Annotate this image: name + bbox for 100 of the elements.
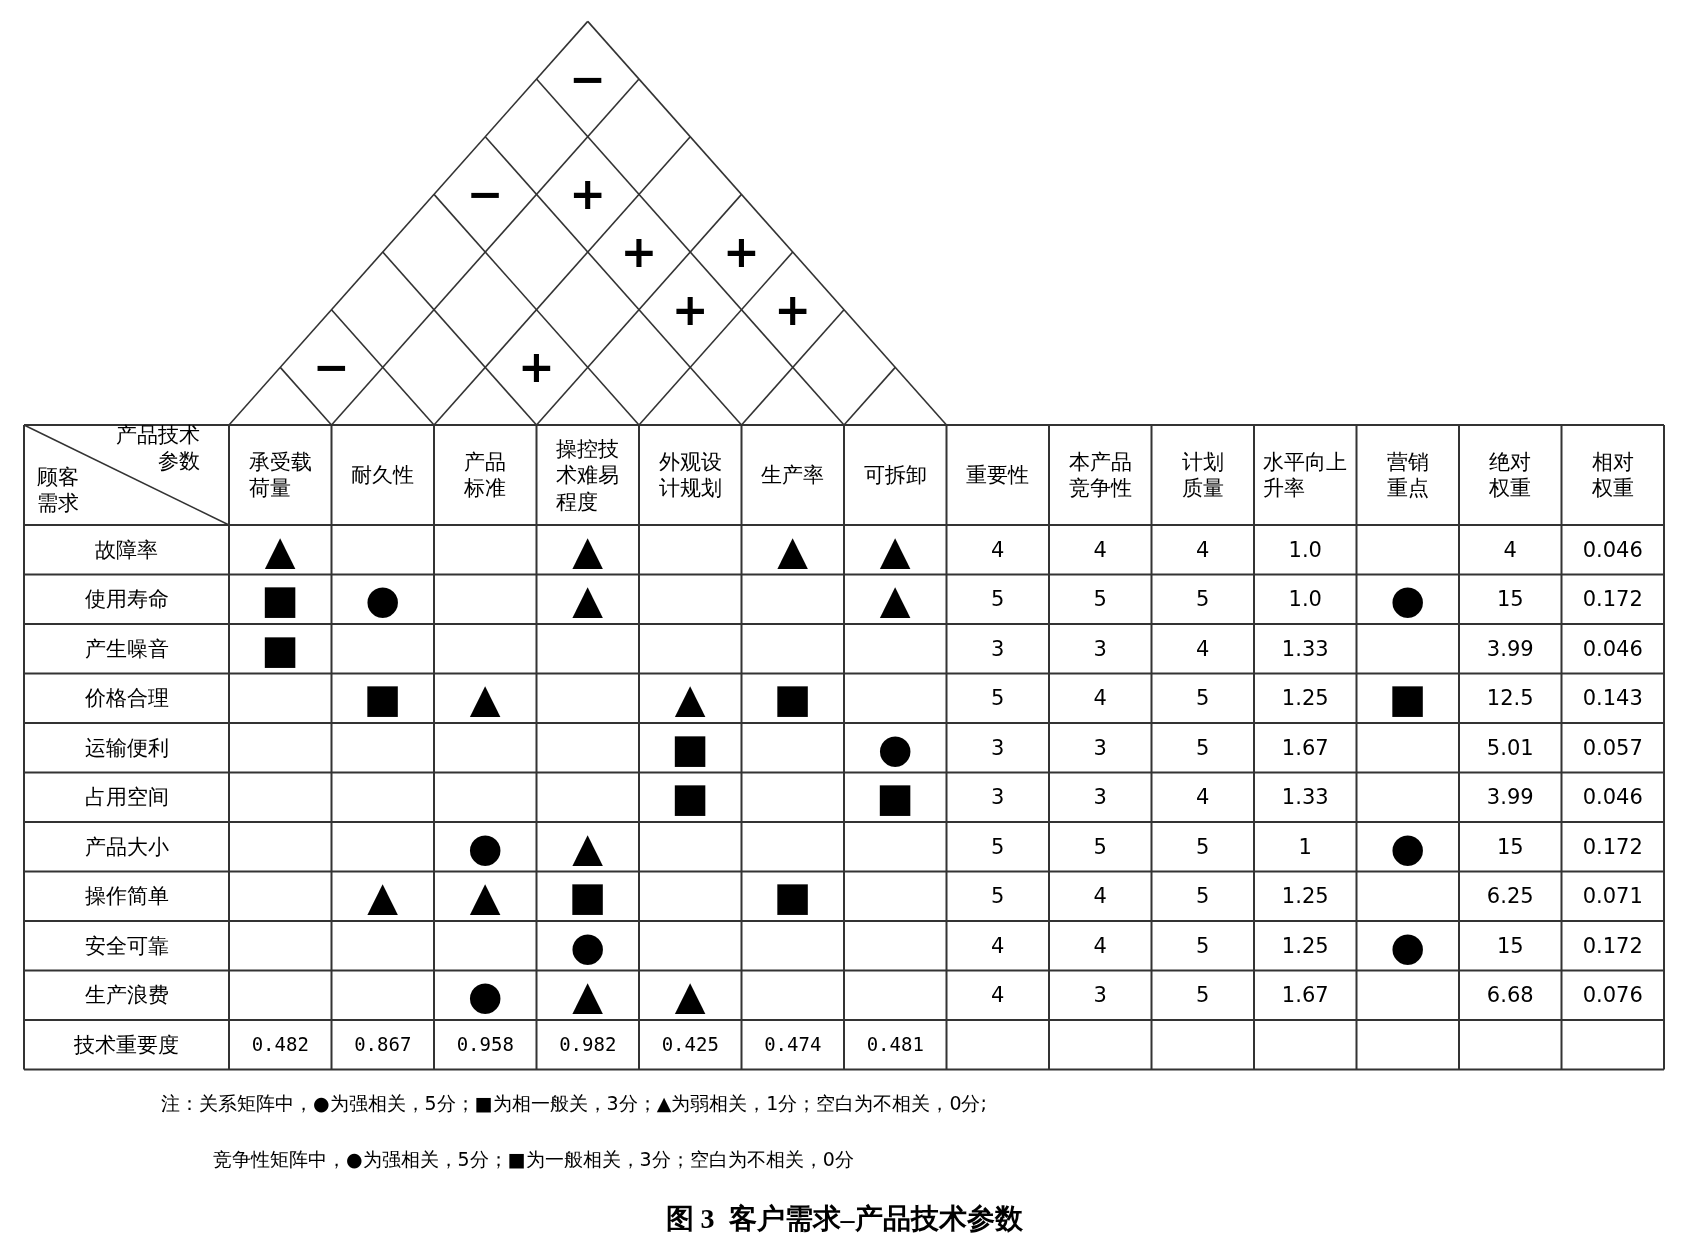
cell-value: 5 <box>991 586 1005 613</box>
cell-value: 3 <box>1093 734 1107 761</box>
relation-symbol: ● <box>467 826 503 867</box>
row-header: 产生噪音 <box>84 635 169 662</box>
column-header: 计划质量 <box>1181 448 1224 502</box>
relation-symbol: ■ <box>363 678 402 719</box>
correlation-sign: + <box>518 345 555 390</box>
note-text: 注：关系矩阵中，●为强相关，5分；■为相一般关，3分；▲为弱相关，1分；空白为不相关，0分; <box>161 1091 987 1116</box>
relation-symbol: ● <box>877 727 913 768</box>
cell-value: 5 <box>1196 734 1210 761</box>
cell-value: 0.172 <box>1582 586 1643 613</box>
cell-value: 3 <box>991 635 1005 662</box>
row-header: 占用空间 <box>84 784 169 811</box>
relation-symbol: ■ <box>773 876 812 917</box>
column-header: 重要性 <box>966 461 1030 489</box>
relation-symbol: ▲ <box>469 678 501 719</box>
correlation-sign: − <box>569 57 607 102</box>
cell-value: 5 <box>991 685 1005 712</box>
relation-symbol: ■ <box>773 678 812 719</box>
cell-value: 6.68 <box>1486 982 1534 1009</box>
relation-symbol: ● <box>467 975 503 1016</box>
corner-header: 产品技术参数 <box>116 421 200 475</box>
cell-value: 4 <box>1093 685 1107 712</box>
correlation-sign: + <box>620 230 658 275</box>
row-header: 使用寿命 <box>84 586 169 613</box>
relation-symbol: ■ <box>568 876 607 917</box>
cell-value: 5 <box>1196 586 1210 613</box>
relation-symbol: ● <box>1390 826 1426 867</box>
cell-value: 1.0 <box>1288 536 1322 563</box>
cell-value: 0.057 <box>1582 734 1643 761</box>
correlation-sign: + <box>569 172 607 217</box>
cell-value: 3.99 <box>1486 784 1534 811</box>
relation-symbol: ▲ <box>879 529 911 570</box>
cell-value: 6.25 <box>1486 883 1534 910</box>
cell-value: 5 <box>1196 833 1210 860</box>
cell-value: 5 <box>1196 685 1210 712</box>
cell-value: 3 <box>991 734 1005 761</box>
row-header: 运输便利 <box>84 734 169 761</box>
cell-value: 5 <box>1196 982 1210 1009</box>
corner-header: 顾客需求 <box>37 463 79 517</box>
relation-symbol: ■ <box>671 727 710 768</box>
column-header: 可拆卸 <box>863 461 927 489</box>
column-header: 生产率 <box>761 461 825 489</box>
cell-value: 4 <box>991 982 1005 1009</box>
cell-value: 1 <box>1298 833 1312 860</box>
cell-value: 4 <box>1093 932 1107 959</box>
cell-value: 15 <box>1496 833 1524 860</box>
cell-value: 3 <box>1093 784 1107 811</box>
column-header: 耐久性 <box>351 461 415 489</box>
cell-value: 0.046 <box>1582 784 1643 811</box>
cell-value: 5 <box>1196 883 1210 910</box>
relation-symbol: ▲ <box>572 579 604 620</box>
cell-value: 0.172 <box>1582 833 1643 860</box>
cell-value: 3 <box>1093 982 1107 1009</box>
column-header: 承受载荷量 <box>248 448 312 502</box>
cell-value: 4 <box>991 932 1005 959</box>
relation-symbol: ● <box>365 579 401 620</box>
column-header: 营销重点 <box>1386 448 1429 502</box>
cell-value: 5.01 <box>1486 734 1534 761</box>
cell-value: 4 <box>991 536 1005 563</box>
column-header: 绝对权重 <box>1489 448 1532 502</box>
note-text: 竞争性矩阵中，●为强相关，5分；■为一般相关，3分；空白为不相关，0分 <box>213 1147 854 1172</box>
column-header: 本产品竞争性 <box>1068 448 1132 502</box>
cell-value: 0.046 <box>1582 536 1643 563</box>
cell-value: 1.33 <box>1281 635 1329 662</box>
correlation-sign: + <box>671 287 709 332</box>
cell-value: 5 <box>1093 833 1107 860</box>
cell-value: 4 <box>1093 536 1107 563</box>
correlation-sign: − <box>313 345 350 390</box>
cell-value: 0.076 <box>1582 982 1643 1009</box>
cell-value: 1.25 <box>1281 685 1329 712</box>
cell-value: 1.67 <box>1281 982 1329 1009</box>
row-header: 价格合理 <box>84 685 169 712</box>
row-header: 生产浪费 <box>84 982 169 1009</box>
cell-value: 3 <box>1093 635 1107 662</box>
correlation-sign: + <box>723 230 760 275</box>
row-header: 产品大小 <box>84 833 169 860</box>
relation-symbol: ▲ <box>777 529 809 570</box>
column-header: 相对权重 <box>1591 448 1634 502</box>
cell-value: 15 <box>1496 932 1524 959</box>
cell-value: 0.481 <box>866 1032 924 1057</box>
cell-value: 0.071 <box>1582 883 1643 910</box>
cell-value: 4 <box>1196 784 1210 811</box>
relation-symbol: ● <box>570 925 606 966</box>
correlation-sign: − <box>466 172 504 217</box>
cell-value: 1.67 <box>1281 734 1329 761</box>
relation-symbol: ▲ <box>879 579 911 620</box>
cell-value: 4 <box>1196 536 1210 563</box>
relation-symbol: ● <box>1390 579 1426 620</box>
relation-symbol: ■ <box>876 777 915 818</box>
cell-value: 1.0 <box>1288 586 1322 613</box>
row-header: 安全可靠 <box>84 932 169 959</box>
cell-value: 3.99 <box>1486 635 1534 662</box>
row-header: 技术重要度 <box>74 1031 179 1058</box>
cell-value: 0.958 <box>456 1032 514 1057</box>
column-header: 外观设计规划 <box>658 448 722 502</box>
cell-value: 4 <box>1196 635 1210 662</box>
cell-value: 0.482 <box>251 1032 309 1057</box>
relation-symbol: ▲ <box>572 826 604 867</box>
cell-value: 0.982 <box>559 1032 617 1057</box>
